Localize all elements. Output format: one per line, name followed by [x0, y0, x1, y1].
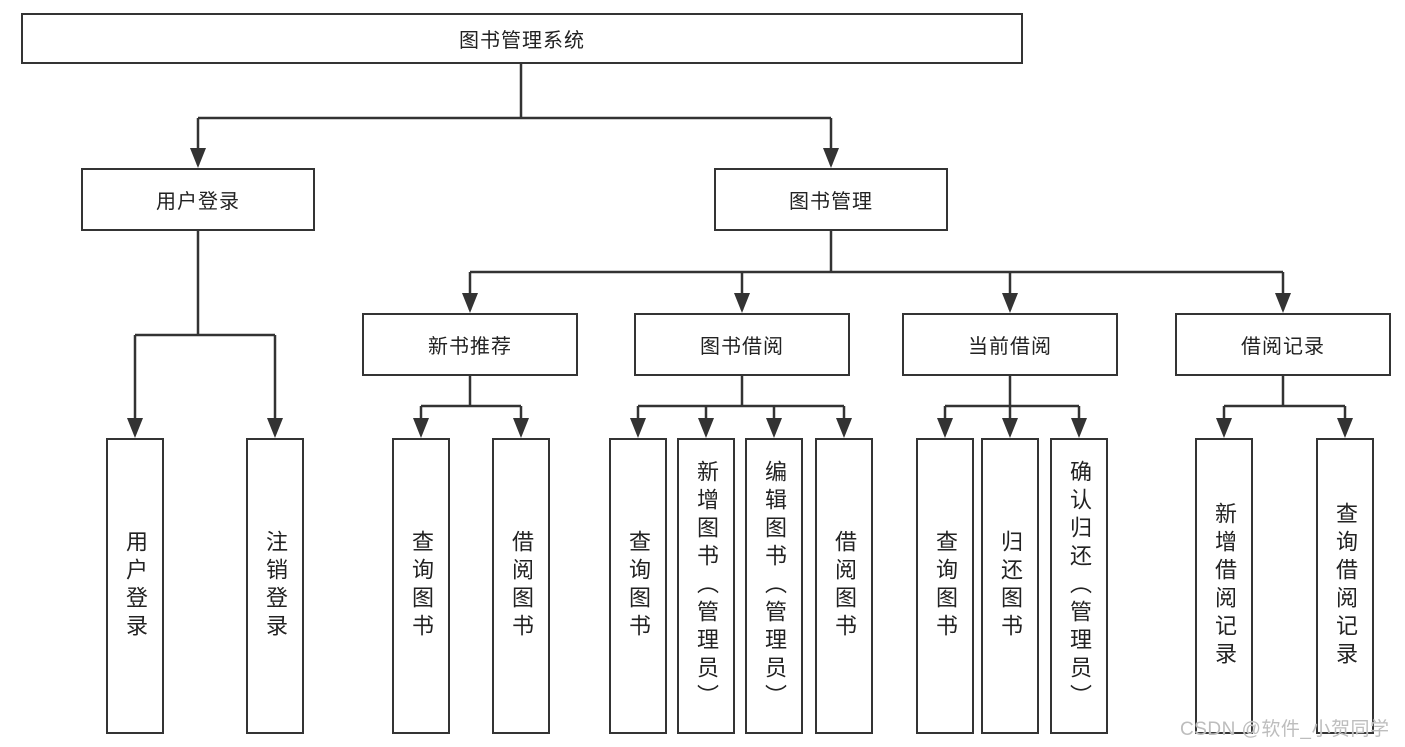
node-user-login-label: 用户登录 — [156, 191, 240, 213]
leaf-confirm-return-admin: 确认归还（管理员） — [1050, 438, 1108, 734]
edge-book-borrow-to-leaves — [636, 376, 846, 434]
edge-root-to-level2 — [196, 64, 833, 165]
leaf-borrow-book: 借阅图书 — [815, 438, 873, 734]
leaf-borrow-book-recommend: 借阅图书 — [492, 438, 550, 734]
node-root-system: 图书管理系统 — [21, 13, 1023, 64]
node-book-borrow: 图书借阅 — [634, 313, 850, 376]
edge-book-management-to-level3 — [468, 231, 1285, 310]
node-borrow-record: 借阅记录 — [1175, 313, 1391, 376]
leaf-query-book-borrow-label: 查询图书 — [626, 530, 651, 642]
leaf-add-book-admin: 新增图书（管理员） — [677, 438, 735, 734]
edge-user-login-to-leaves — [133, 231, 277, 434]
node-new-book-recommend: 新书推荐 — [362, 313, 578, 376]
leaf-borrow-book-recommend-label: 借阅图书 — [509, 530, 534, 642]
leaf-query-borrow-record-label: 查询借阅记录 — [1333, 502, 1358, 670]
node-current-borrow: 当前借阅 — [902, 313, 1118, 376]
edge-new-book-recommend-to-leaves — [419, 376, 523, 434]
leaf-borrow-book-label: 借阅图书 — [832, 530, 857, 642]
leaf-return-book-label: 归还图书 — [998, 530, 1023, 642]
leaf-edit-book-admin-label: 编辑图书（管理员） — [762, 460, 787, 712]
node-new-book-recommend-label: 新书推荐 — [428, 336, 512, 358]
arrowheads — [127, 148, 1353, 438]
node-root-system-label: 图书管理系统 — [459, 30, 585, 52]
leaf-query-book-current-label: 查询图书 — [933, 530, 958, 642]
leaf-edit-book-admin: 编辑图书（管理员） — [745, 438, 803, 734]
node-book-borrow-label: 图书借阅 — [700, 336, 784, 358]
node-book-management-label: 图书管理 — [789, 191, 873, 213]
leaf-return-book: 归还图书 — [981, 438, 1039, 734]
leaf-user-login: 用户登录 — [106, 438, 164, 734]
leaf-logout-label: 注销登录 — [263, 530, 288, 642]
leaf-logout: 注销登录 — [246, 438, 304, 734]
leaf-query-book-recommend: 查询图书 — [392, 438, 450, 734]
edge-borrow-record-to-leaves — [1222, 376, 1347, 434]
leaf-user-login-label: 用户登录 — [123, 530, 148, 642]
node-current-borrow-label: 当前借阅 — [968, 336, 1052, 358]
leaf-add-book-admin-label: 新增图书（管理员） — [694, 460, 719, 712]
leaf-query-book-borrow: 查询图书 — [609, 438, 667, 734]
node-borrow-record-label: 借阅记录 — [1241, 336, 1325, 358]
leaf-confirm-return-admin-label: 确认归还（管理员） — [1067, 460, 1092, 712]
node-user-login: 用户登录 — [81, 168, 315, 231]
leaf-add-borrow-record-label: 新增借阅记录 — [1212, 502, 1237, 670]
leaf-query-book-recommend-label: 查询图书 — [409, 530, 434, 642]
leaf-query-book-current: 查询图书 — [916, 438, 974, 734]
node-book-management: 图书管理 — [714, 168, 948, 231]
leaf-query-borrow-record: 查询借阅记录 — [1316, 438, 1374, 734]
leaf-add-borrow-record: 新增借阅记录 — [1195, 438, 1253, 734]
csdn-watermark: CSDN @软件_小贺同学 — [1180, 719, 1390, 740]
